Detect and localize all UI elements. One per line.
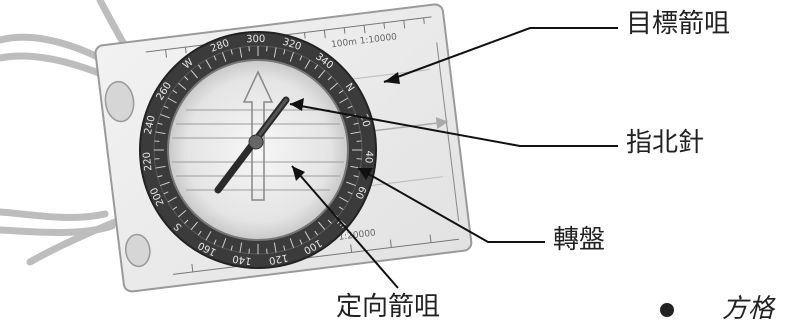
bezel-tick xyxy=(299,239,303,245)
bezel-tick xyxy=(304,231,311,241)
bezel-tick xyxy=(157,122,163,125)
bezel-tick xyxy=(289,238,295,248)
bezel-tick xyxy=(221,52,227,62)
bezel-tick xyxy=(163,105,169,109)
bezel-number: 120 xyxy=(268,251,289,265)
bezel-number: 40 xyxy=(362,150,374,163)
bezel-tick xyxy=(327,219,332,224)
bezel-tick xyxy=(273,47,277,58)
magnetic-needle xyxy=(214,96,290,194)
bezel-tick xyxy=(163,191,169,195)
bezel-number: 220 xyxy=(142,151,155,171)
bezel-tick xyxy=(155,131,166,135)
bezel-number: 60 xyxy=(353,184,368,200)
bezel-tick xyxy=(172,89,178,94)
compass-capsule xyxy=(167,59,349,241)
leader-north-needle xyxy=(289,103,618,147)
bezel-tick xyxy=(350,131,361,135)
bezel-tick xyxy=(184,219,189,224)
bezel-tick xyxy=(347,191,353,195)
bezel-tick xyxy=(221,238,227,248)
bezel-number: 140 xyxy=(232,253,252,267)
bezel-tick xyxy=(213,239,217,245)
bezel-tick xyxy=(283,245,286,251)
leader-dial xyxy=(357,167,545,243)
bezel-tick xyxy=(304,59,311,69)
bezel-tick xyxy=(239,242,243,253)
bezel-tick xyxy=(205,231,212,241)
bezel-tick xyxy=(339,97,349,104)
bezel-tick xyxy=(178,82,187,90)
bezel-tick xyxy=(178,210,187,218)
bullet-icon xyxy=(660,303,674,317)
bezel-tick xyxy=(239,47,243,58)
bezel-tick xyxy=(289,52,295,62)
bezel-tick xyxy=(346,181,356,187)
bezel-tick xyxy=(314,64,319,70)
bezel-number: 300 xyxy=(246,34,265,45)
leader-lines xyxy=(289,27,618,289)
bezel-tick xyxy=(184,76,189,81)
bullet-text: 方格 xyxy=(722,294,775,324)
bezel-tick xyxy=(190,70,198,79)
bezel-tick xyxy=(167,97,177,104)
bezel-tick xyxy=(190,221,198,230)
bezel-tick xyxy=(230,245,233,251)
bezel-tick xyxy=(339,196,349,203)
bezel-tick xyxy=(347,105,353,109)
bezel-tick xyxy=(197,64,202,70)
bezel-tick xyxy=(283,49,286,55)
bezel-tick xyxy=(318,70,326,79)
bezel-tick xyxy=(314,230,319,236)
bezel-tick xyxy=(213,55,217,61)
leader-orienting-arrow xyxy=(291,165,399,289)
bezel-tick xyxy=(155,165,166,169)
bezel-tick xyxy=(338,89,344,94)
orienting-arrow-shape xyxy=(242,70,274,201)
bezel-tick xyxy=(353,175,359,178)
leader-target-arrow xyxy=(383,27,618,83)
bezel-tick xyxy=(230,49,233,55)
bezel-tick xyxy=(205,59,212,69)
bezel-tick xyxy=(160,113,170,119)
label-target-arrow: 目標箭咀 xyxy=(626,9,731,39)
bezel-number: 240 xyxy=(143,115,158,136)
bezel-tick xyxy=(353,122,359,125)
bezel-tick xyxy=(299,55,303,61)
bezel-tick xyxy=(327,76,332,81)
bezel-tick xyxy=(157,175,163,178)
bezel-tick xyxy=(160,181,170,187)
bezel-tick xyxy=(167,196,177,203)
label-north-needle: 指北針 xyxy=(626,128,705,158)
bezel-tick xyxy=(338,206,344,211)
bezel-tick xyxy=(318,221,326,230)
label-orienting-arrow: 定向箭咀 xyxy=(336,292,441,322)
bezel-tick xyxy=(172,206,178,211)
label-dial: 轉盤 xyxy=(553,225,606,255)
bezel-tick xyxy=(273,242,277,253)
bezel-tick xyxy=(197,230,202,236)
bezel-tick xyxy=(329,82,338,90)
